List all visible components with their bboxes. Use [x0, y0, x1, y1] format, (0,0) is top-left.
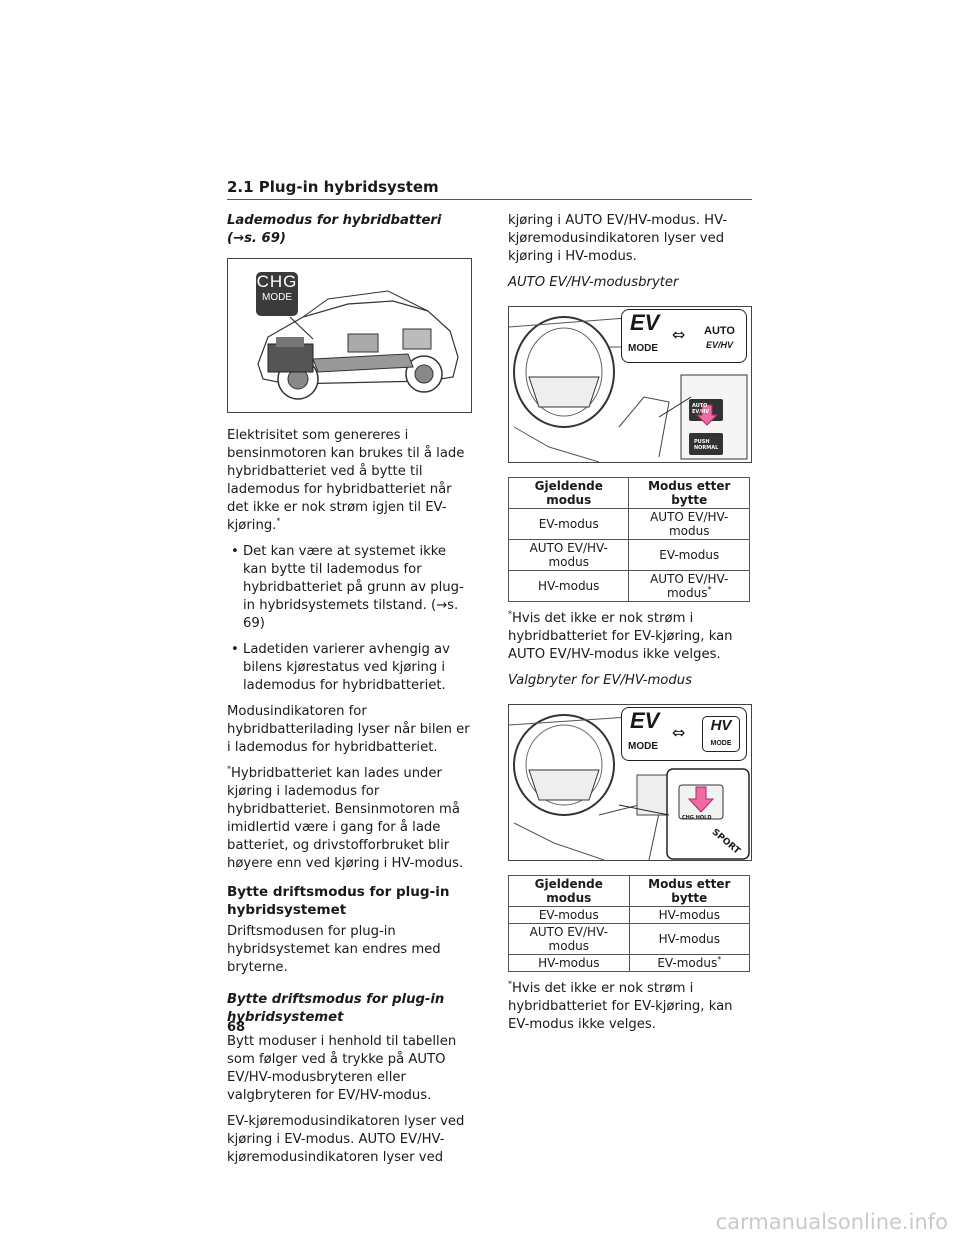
chg-label: CHG: [256, 272, 298, 291]
table-header: Gjeldende modus: [507, 477, 630, 509]
bullet-item: Det kan være at systemet ikke kan bytte …: [227, 543, 472, 633]
mode-table-1: Gjeldende modus Modus etter bytte EV-mod…: [507, 477, 750, 602]
section-header: 2.1 Plug-in hybridsystem: [227, 178, 752, 200]
table-header: Gjeldende modus: [508, 875, 630, 907]
car-illustration: CHG MODE: [227, 258, 472, 413]
figure-caption: Valgbryter for EV/HV-modus: [508, 673, 692, 688]
footnote: *Hvis det ikke er nok strøm i hybridbatt…: [508, 979, 733, 1032]
subsection-title: Lademodus for hybridbatteri (→s. 69): [227, 213, 442, 246]
mode-table-2: Gjeldende modus Modus etter bytte EV-mod…: [508, 875, 751, 972]
ev-hv-label: EV/HV: [706, 340, 734, 350]
paragraph: kjøring i AUTO EV/HV-modus. HV-kjøremodu…: [508, 213, 728, 264]
ev-hv-selector-illustration: EV MODE ⇔ HV MODE CHG HOLD SPORT: [508, 704, 752, 861]
table-header: Modus etter bytte: [628, 477, 750, 509]
table-header: Modus etter bytte: [628, 875, 751, 907]
page-number: 68: [227, 1020, 246, 1035]
bullet-list: Det kan være at systemet ikke kan bytte …: [227, 543, 472, 695]
ev-label: EV: [630, 310, 660, 335]
subsection-title-2: Bytte driftsmodus for plug-in hybridsyst…: [227, 992, 445, 1025]
table-row: EV-modus HV-modus: [508, 906, 751, 924]
car-drawing: [257, 290, 459, 400]
table-row: EV-modus AUTO EV/HV-modus: [507, 508, 750, 540]
footnote-marker: *: [276, 516, 281, 526]
swap-arrow-icon: ⇔: [672, 723, 686, 742]
ev-label: EV: [630, 708, 660, 733]
chg-mode-badge: CHG MODE: [256, 272, 298, 316]
bullet-item: Ladetiden varierer avhengig av bilens kj…: [227, 641, 472, 695]
paragraph: Driftsmodusen for plug-in hybridsystemet…: [227, 924, 441, 975]
footnote-marker: *: [508, 979, 512, 989]
ev-hv-mode-panel: EV MODE ⇔ HV MODE: [621, 707, 747, 761]
auto-label: AUTO: [704, 325, 735, 337]
paragraph: EV-kjøremodusindikatoren lyser ved kjøri…: [227, 1114, 465, 1165]
swap-arrow-icon: ⇔: [672, 325, 686, 344]
figure-caption: AUTO EV/HV-modusbryter: [508, 275, 679, 290]
chg-hold-label: CHG HOLD: [682, 815, 712, 821]
mode-label: MODE: [262, 292, 292, 303]
table-row: HV-modus AUTO EV/HV-modus*: [507, 570, 750, 602]
paragraph: Modusindikatoren for hybridbatterilading…: [227, 704, 470, 755]
watermark[interactable]: carmanualsonline.info: [715, 1210, 948, 1234]
table-row: AUTO EV/HV-modus EV-modus: [507, 539, 750, 571]
right-column: kjøring i AUTO EV/HV-modus. HV-kjøremodu…: [507, 212, 752, 1042]
dashboard-drawing: [509, 316, 748, 462]
mode-label: MODE: [628, 343, 658, 354]
footnote-marker: *: [508, 609, 512, 619]
table-row: AUTO EV/HV-modus HV-modus: [508, 923, 751, 955]
mode-label: MODE: [628, 741, 658, 752]
table-row: HV-modus EV-modus*: [508, 954, 751, 972]
dashboard-drawing-2: [509, 714, 750, 860]
paragraph: Elektrisitet som genereres i bensinmotor…: [227, 428, 465, 533]
section-heading: Bytte driftsmodus for plug-in hybridsyst…: [227, 884, 450, 918]
footnote: *Hybridbatteriet kan lades under kjøring…: [227, 764, 464, 871]
left-column: Lademodus for hybridbatteri (→s. 69) CHG…: [227, 212, 472, 1175]
ev-mode-panel: EV MODE ⇔ AUTO EV/HV: [621, 309, 747, 363]
footnote: *Hvis det ikke er nok strøm i hybridbatt…: [508, 609, 733, 662]
hv-button: HV MODE: [702, 716, 740, 752]
footnote-marker: *: [227, 764, 231, 774]
paragraph: Bytt moduser i henhold til tabellen som …: [227, 1034, 457, 1103]
